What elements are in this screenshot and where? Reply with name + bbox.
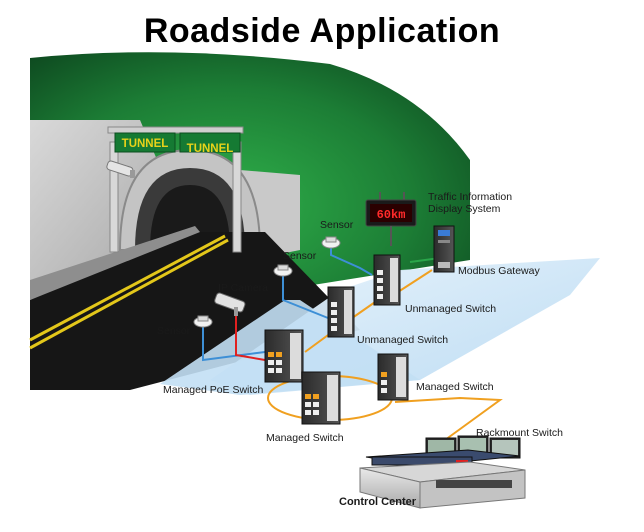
managed-poe-switch-device	[264, 329, 304, 383]
gantry-post-left	[109, 141, 119, 253]
cable-fiber-2	[397, 269, 433, 293]
ip-camera-label: IP Camera	[218, 282, 268, 294]
control-center-label: Control Center	[339, 496, 416, 508]
gantry-beam	[107, 126, 244, 134]
control-center-console	[359, 435, 526, 509]
diagram-title: Roadside Application	[143, 12, 501, 50]
rackmount-switch-label: Rackmount Switch	[476, 427, 563, 439]
road-shoulder	[30, 226, 200, 300]
managed-poe-switch-label: Managed PoE Switch	[163, 384, 264, 396]
managed-switch-right-label: Managed Switch	[416, 381, 494, 393]
sensor-left-label: Sensor	[157, 325, 191, 337]
wall-camera-icon	[106, 160, 135, 178]
traffic-display-icon	[365, 192, 417, 246]
gantry-post-right	[232, 141, 242, 253]
sensor-mid-icon	[273, 264, 293, 277]
ip-camera-icon	[214, 292, 246, 316]
tunnel-scene: TUNNEL TUNNEL	[29, 52, 470, 390]
unmanaged-switch-top-device	[373, 254, 401, 306]
managed-switch-bottom-device	[301, 371, 341, 425]
cable-sensor-mid	[282, 275, 329, 319]
sensor-left-icon	[193, 315, 213, 328]
sensor-top-icon	[321, 236, 341, 249]
traffic-display-label: Traffic Information Display System	[428, 191, 513, 215]
sensor-mid-label: Sensor	[283, 250, 317, 262]
managed-switch-bottom-label: Managed Switch	[266, 432, 344, 444]
cable-fiber-rackmount	[394, 396, 503, 441]
unmanaged-switch-mid-device	[327, 286, 355, 338]
tunnel-sign-text-right: TUNNEL	[187, 143, 234, 155]
display-readout: 60km	[377, 208, 406, 222]
unmanaged-switch-top-label: Unmanaged Switch	[405, 303, 497, 315]
tunnel-sign-text-left: TUNNEL	[122, 138, 169, 150]
cable-sensor-left	[202, 325, 266, 362]
modbus-gateway-label: Modbus Gateway	[458, 265, 540, 277]
road-line-yellow	[29, 234, 226, 342]
cable-sensor-top	[330, 247, 373, 276]
unmanaged-switch-mid-label: Unmanaged Switch	[357, 334, 449, 346]
modbus-gateway-device	[433, 225, 455, 273]
managed-switch-right-device	[377, 353, 409, 401]
sensor-top-label: Sensor	[320, 219, 354, 231]
tunnel-sign-left	[114, 132, 176, 153]
cable-ip-camera-poe	[235, 315, 266, 361]
tunnel-sign-right	[179, 132, 241, 153]
